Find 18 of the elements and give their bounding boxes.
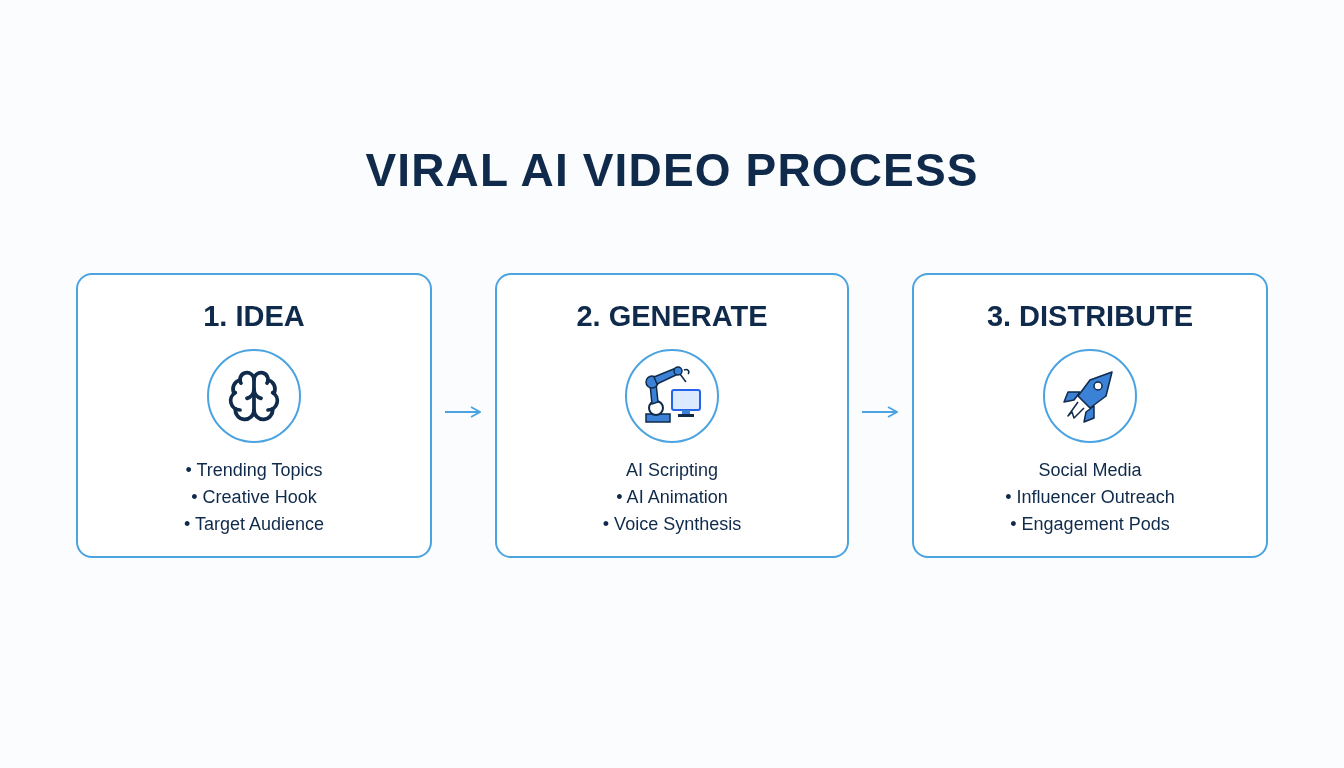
list-item: • Trending Topics	[185, 459, 323, 482]
step-card	[76, 273, 432, 558]
arrow	[444, 406, 481, 418]
list-item: • Target Audience	[183, 513, 325, 536]
step-card	[912, 273, 1268, 558]
list-item: • Creative Hook	[191, 486, 317, 509]
step-heading: 2. GENERATE	[576, 299, 768, 334]
step-card	[495, 273, 849, 558]
list-item: • Voice Synthesis	[602, 513, 742, 536]
step-heading: 3. DISTRIBUTE	[986, 299, 1194, 334]
list-item: Social Media	[1038, 459, 1142, 482]
list-item: • Engagement Pods	[1010, 513, 1170, 536]
arrow	[861, 406, 898, 418]
step-heading: 1. IDEA	[203, 299, 305, 334]
list-item: • Influencer Outreach	[1005, 486, 1175, 509]
list-item: AI Scripting	[625, 459, 718, 482]
list-item: • AI Animation	[616, 486, 728, 509]
diagram-title: VIRAL AI VIDEO PROCESS	[365, 143, 979, 198]
